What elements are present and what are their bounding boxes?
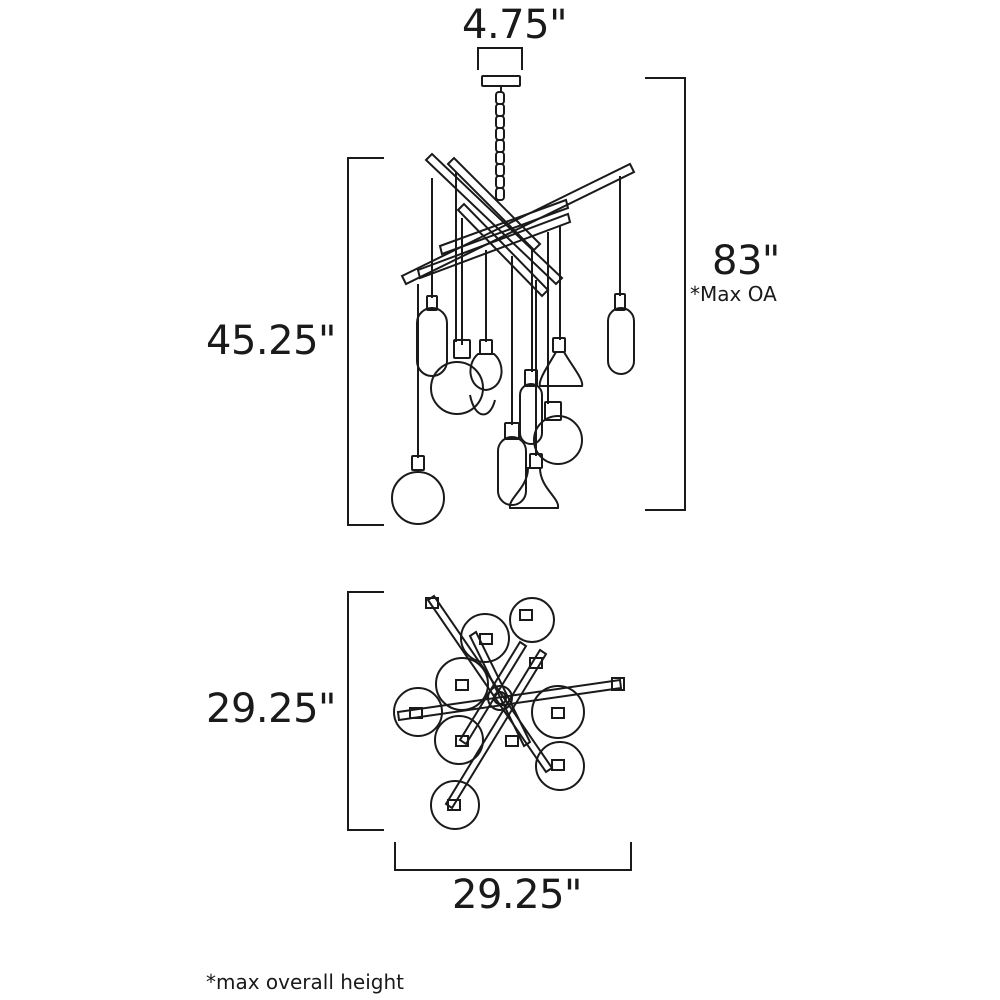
plan-depth-bracket	[347, 591, 384, 831]
plan-width-bracket	[394, 842, 632, 871]
fixture-bars	[400, 152, 636, 298]
max-oa-note: *Max OA	[690, 282, 777, 306]
plan-bars	[396, 594, 623, 810]
plan-depth-label: 29.25"	[206, 686, 336, 732]
plan-sockets	[409, 597, 625, 811]
overall-height-bracket	[645, 77, 686, 511]
canopy-width-label: 4.75"	[462, 2, 567, 48]
canopy-and-chain	[481, 75, 521, 201]
fixture-height-label: 45.25"	[206, 318, 336, 364]
plan-globes	[393, 597, 585, 830]
pendant-cords	[417, 172, 621, 458]
pendant-shades	[391, 293, 635, 525]
plan-width-label: 29.25"	[452, 872, 582, 918]
canopy-width-bracket	[477, 47, 523, 70]
overall-height-label: 83"	[712, 238, 780, 284]
fixture-height-bracket	[347, 157, 384, 526]
footnote: *max overall height	[206, 970, 405, 994]
